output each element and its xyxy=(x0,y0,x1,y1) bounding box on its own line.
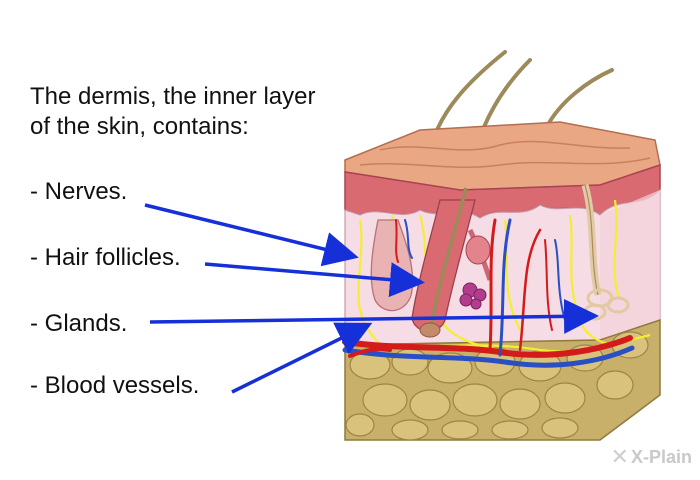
arrow-hair-follicles xyxy=(204,262,425,298)
arrow-blood-vessels xyxy=(231,322,373,394)
x-plain-logo: ✕ X-Plain xyxy=(611,444,692,470)
label-nerves: - Nerves. xyxy=(30,178,128,205)
blood-vessels xyxy=(342,218,635,368)
arrow-nerves xyxy=(144,203,359,267)
label-blood-vessels: - Blood vessels. xyxy=(30,372,200,399)
brand-name: X-Plain xyxy=(630,446,692,467)
arrow-glands xyxy=(149,298,599,334)
label-hair-follicles: - Hair follicles. xyxy=(30,244,181,271)
pointer-arrows xyxy=(144,203,599,394)
intro-line-1: The dermis, the inner layer xyxy=(30,83,316,110)
sweat-gland xyxy=(459,282,487,310)
x-plain-logo-icon: ✕ xyxy=(610,444,629,469)
hair-shaft xyxy=(543,68,614,132)
intro-text: The dermis, the inner layer of the skin,… xyxy=(30,82,370,142)
label-glands: - Glands. xyxy=(30,310,128,337)
intro-line-2: of the skin, contains: xyxy=(30,113,249,140)
